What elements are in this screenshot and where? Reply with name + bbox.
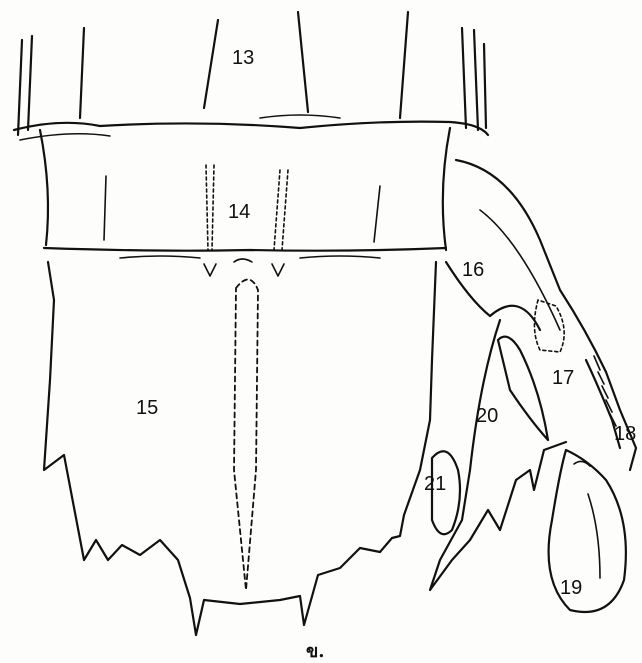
label-16: 16: [462, 260, 484, 280]
label-18: 18: [614, 424, 636, 444]
label-13: 13: [232, 48, 254, 68]
appendage: [430, 160, 636, 612]
label-20: 20: [476, 406, 498, 426]
segment-13: [18, 12, 486, 135]
label-15: 15: [136, 398, 158, 418]
segment-15: [44, 262, 436, 635]
segment-14: [14, 115, 488, 276]
label-21: 21: [424, 474, 446, 494]
label-14: 14: [228, 202, 250, 222]
label-19: 19: [560, 578, 582, 598]
figure-caption: ข.: [306, 636, 325, 663]
label-17: 17: [552, 368, 574, 388]
